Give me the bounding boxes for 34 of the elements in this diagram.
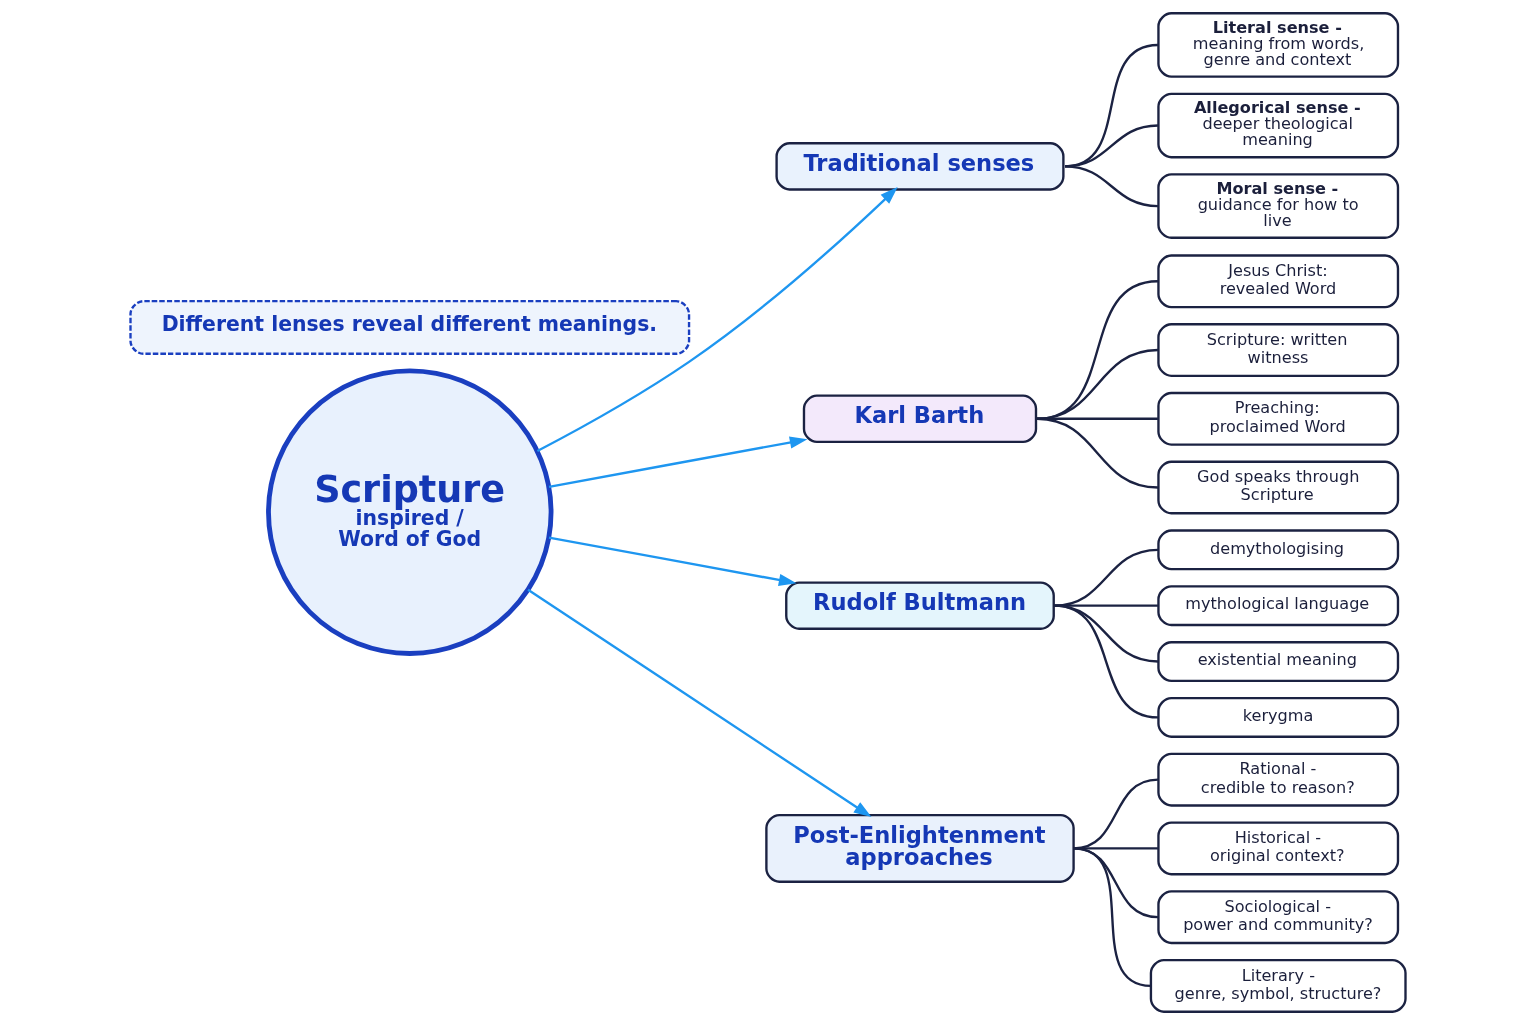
node-box: Rational - credible to reason? [1157,752,1400,807]
node-box: Post-Enlightenment approaches [765,813,1075,883]
node-box: Literal sense - meaning from words, genre and context [1157,11,1400,78]
node-box: mythological language [1157,584,1400,626]
connector [1073,846,1152,987]
node-box: Different lenses reveal different meanings. [129,299,691,355]
node-box: Scripture: written witness [1157,322,1400,377]
connector [1054,604,1158,607]
node-box: Historical - original context? [1157,821,1400,875]
node-box: kerygma [1157,696,1400,738]
arrow [536,186,898,452]
node-box: Literary - genre, symbol, structure? [1149,958,1407,1013]
node-box: God speaks through Scripture [1157,460,1400,514]
node-box: Sociological - power and community? [1157,889,1400,944]
connector [1054,548,1158,607]
arrow [548,435,808,488]
node-box: Allegorical sense - deeper theological meaning [1157,92,1400,158]
node-circle: Scripture inspired / Word of God [266,368,554,656]
connector [1036,348,1159,420]
arrow [527,588,872,817]
node-box: Karl Barth [802,394,1038,443]
node-box: Moral sense - guidance for how to live [1157,172,1400,239]
connector [1036,417,1159,489]
connector [1064,164,1158,207]
connector [1036,279,1159,420]
node-box: Rudolf Bultmann [785,580,1055,630]
connector [1054,604,1158,663]
connector [1054,604,1159,719]
node-box: existential meaning [1157,640,1400,682]
node-box: Traditional senses [775,141,1065,191]
node-box: demythologising [1157,528,1400,570]
node-box: Preaching: proclaimed Word [1157,391,1400,446]
node-box: Jesus Christ: revealed Word [1157,253,1400,308]
arrow [548,536,797,586]
